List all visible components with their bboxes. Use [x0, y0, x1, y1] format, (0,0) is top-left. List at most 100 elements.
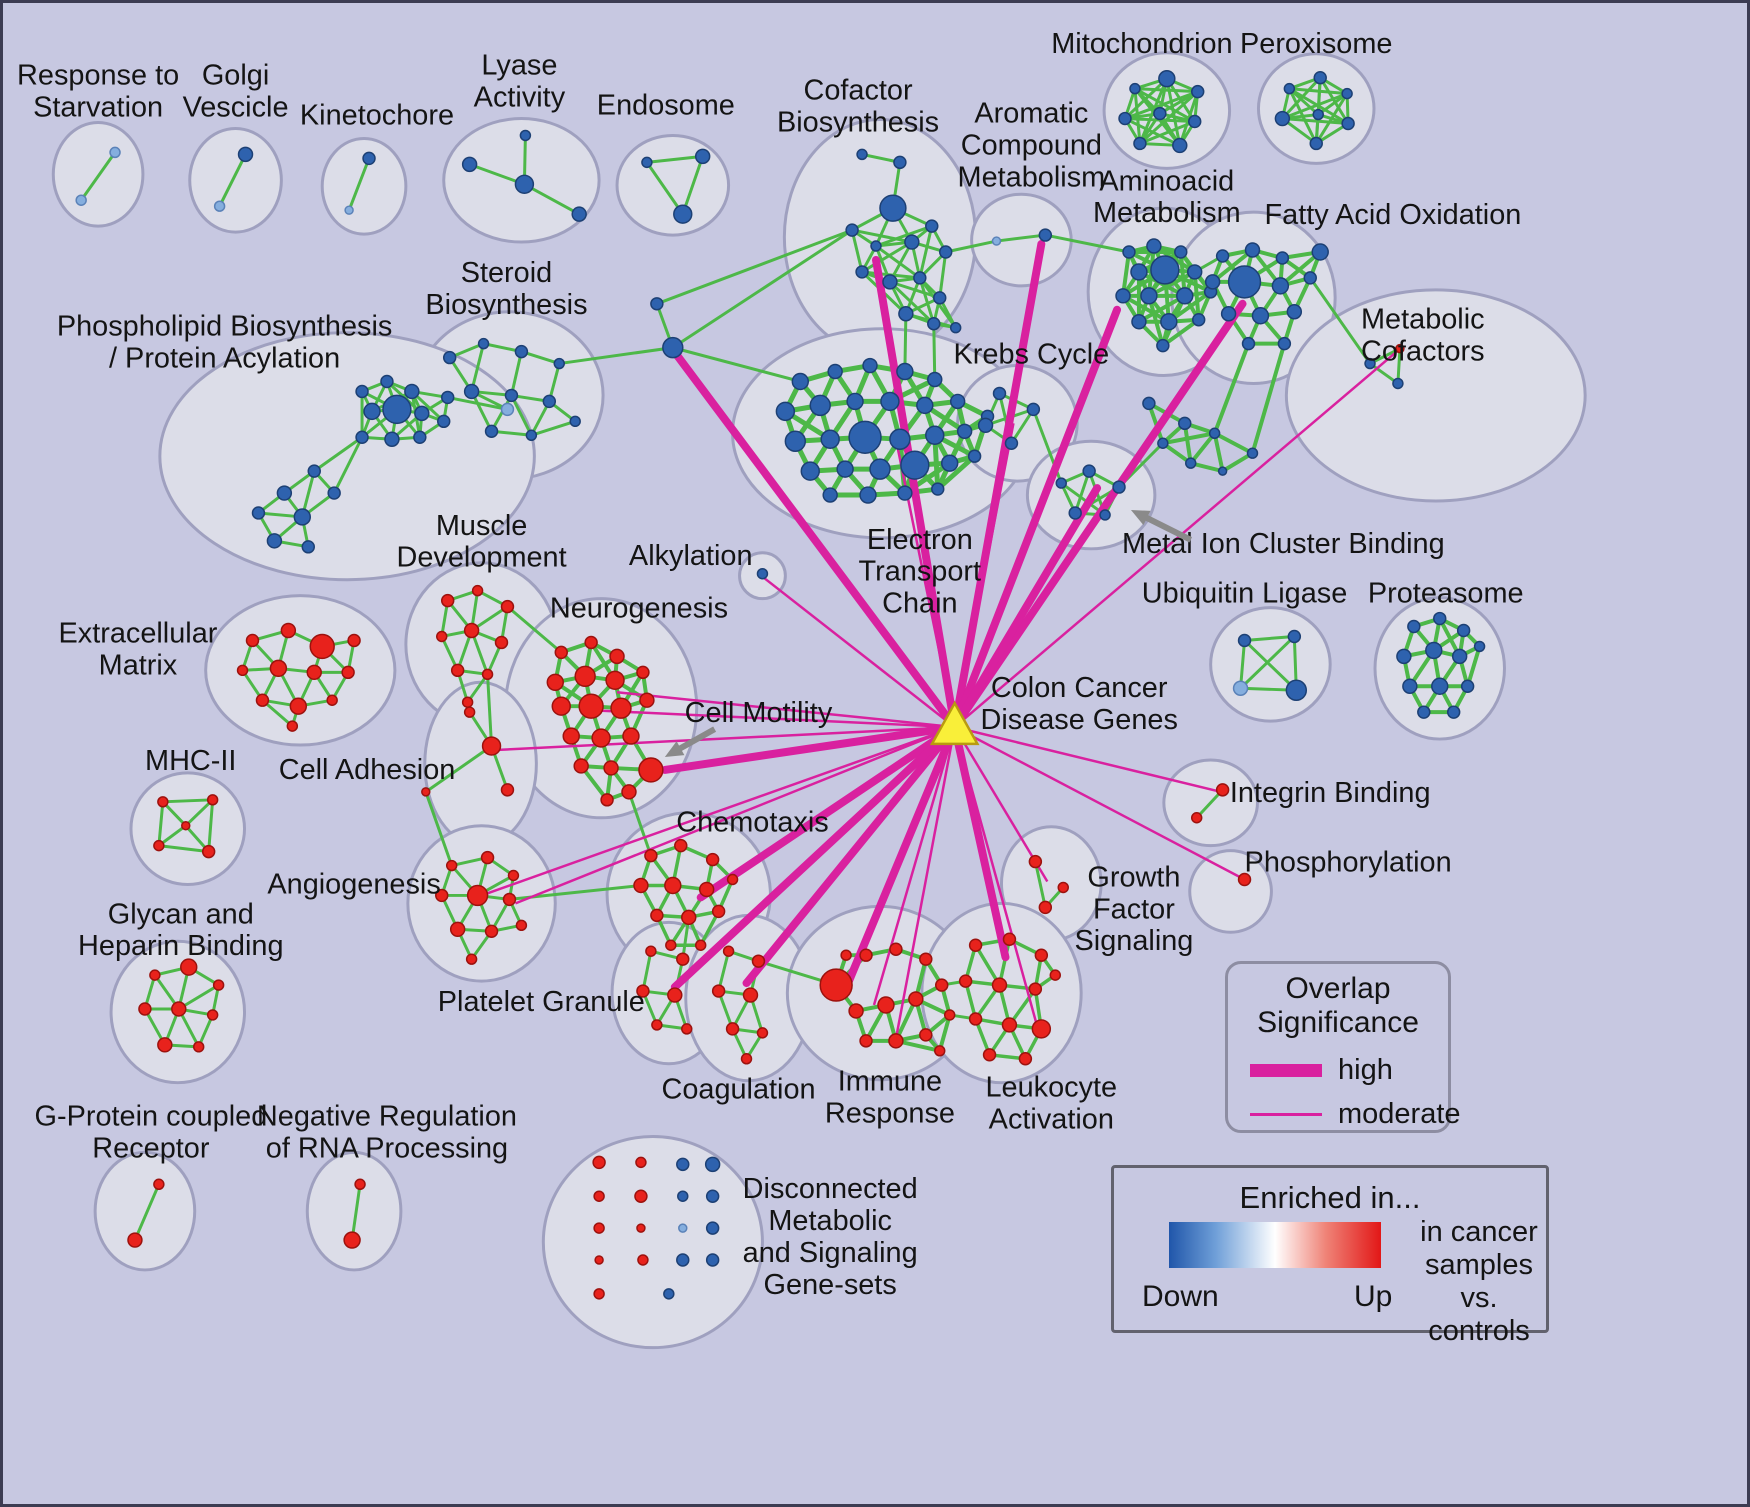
gene-set-node: [153, 839, 165, 852]
gene-set-node: [650, 297, 664, 311]
network-edge: [1396, 347, 1402, 385]
network-edge: [645, 160, 685, 216]
overlap-edge-moderate: [495, 725, 955, 752]
gene-set-node: [471, 584, 484, 597]
overlap-edge-high: [872, 255, 959, 732]
gene-set-node: [276, 485, 293, 501]
inter-cluster-edge: [627, 790, 653, 858]
gene-set-node: [1034, 948, 1049, 962]
overlap-edge-high: [696, 723, 959, 902]
gene-set-node: [571, 206, 587, 222]
gene-set-node: [327, 486, 341, 500]
gene-set-node: [463, 383, 480, 400]
gene-set-node: [355, 430, 369, 444]
gene-set-node: [1274, 110, 1291, 127]
gene-set-node: [621, 784, 637, 800]
gene-set-node: [1277, 336, 1292, 351]
gene-set-node: [1237, 633, 1252, 648]
network-edge: [1239, 638, 1247, 690]
gene-set-node: [1407, 619, 1421, 634]
gene-set-node: [355, 384, 369, 399]
gene-set-node: [293, 508, 312, 526]
cluster-label: Platelet Granule: [438, 986, 645, 1018]
gene-set-node: [934, 1045, 946, 1057]
cluster-ellipse-phospholipid-biosynthesis: [158, 331, 536, 582]
gene-set-node: [157, 796, 169, 808]
gene-set-node: [573, 758, 589, 774]
gene-set-node: [255, 693, 270, 707]
network-edge: [1280, 117, 1350, 126]
gene-set-node: [594, 1255, 604, 1265]
gene-set-node: [1271, 277, 1290, 295]
network-edge: [332, 435, 364, 495]
gene-set-node: [461, 156, 478, 173]
enrichment-legend-title: Enriched in...: [1239, 1180, 1421, 1215]
gene-set-node: [856, 148, 868, 161]
network-edge: [938, 250, 948, 300]
gene-set-node: [740, 1053, 753, 1065]
gene-set-node: [1456, 623, 1471, 638]
gene-set-node: [1215, 783, 1230, 797]
gene-set-node: [846, 392, 864, 411]
gene-set-node: [1241, 336, 1256, 351]
gene-set-node: [600, 793, 614, 807]
gene-set-node: [705, 1221, 720, 1235]
cluster-ellipse-golgi-vescicle: [188, 127, 283, 234]
gene-set-node: [848, 1003, 864, 1019]
network-edge: [1212, 341, 1251, 436]
gene-set-node: [1313, 70, 1327, 85]
gene-set-node: [676, 952, 690, 966]
overlap-edge-moderate: [589, 708, 955, 729]
gene-set-node: [484, 924, 499, 939]
gene-set-node: [1208, 427, 1221, 440]
gene-set-node: [651, 1019, 663, 1031]
gene-set-node: [676, 1253, 690, 1267]
gene-set-node: [1185, 457, 1197, 469]
gene-set-node: [593, 1222, 605, 1234]
gene-set-node: [897, 485, 913, 501]
network-edge: [1138, 77, 1169, 145]
gene-set-node: [674, 838, 688, 853]
gene-set-node: [149, 969, 161, 981]
cluster-ellipse-g-protein-coupled-receptor: [93, 1150, 197, 1272]
gene-set-node: [157, 1037, 173, 1053]
high-significance-line-swatch: [1250, 1064, 1322, 1077]
gene-set-node: [676, 1157, 690, 1172]
gene-set-node: [1283, 82, 1296, 95]
network-edge: [1280, 92, 1349, 121]
cluster-label: Integrin Binding: [1230, 777, 1431, 809]
network-edge: [1212, 431, 1255, 456]
gene-set-node: [644, 848, 658, 863]
gene-set-node: [916, 396, 934, 415]
gene-set-node: [1341, 116, 1355, 131]
gene-set-node: [494, 635, 509, 650]
gene-set-node: [1146, 238, 1162, 254]
inter-cluster-edge: [1308, 276, 1372, 366]
network-edge: [177, 983, 221, 1011]
gene-set-node: [635, 1156, 647, 1169]
cluster-label: Endosome: [597, 90, 735, 122]
gene-set-node: [705, 1253, 720, 1267]
gene-set-node: [949, 393, 966, 410]
gene-set-node: [180, 958, 198, 976]
gene-set-node: [306, 664, 322, 681]
gene-set-node: [286, 720, 299, 732]
gene-set-node: [879, 194, 907, 222]
network-edge: [937, 1012, 952, 1053]
gene-set-node: [1446, 705, 1461, 719]
gene-set-node: [380, 374, 394, 389]
cluster-label: Peroxisome: [1240, 28, 1392, 60]
gene-set-node: [507, 869, 520, 882]
pointer-arrow-shaft: [1138, 511, 1193, 543]
gene-set-node: [925, 219, 939, 233]
network-edge: [1123, 90, 1200, 121]
gene-set-node: [641, 156, 653, 169]
gene-set-node: [1112, 480, 1126, 494]
cluster-label: Coagulation: [661, 1074, 815, 1106]
gene-set-node: [1204, 274, 1221, 290]
